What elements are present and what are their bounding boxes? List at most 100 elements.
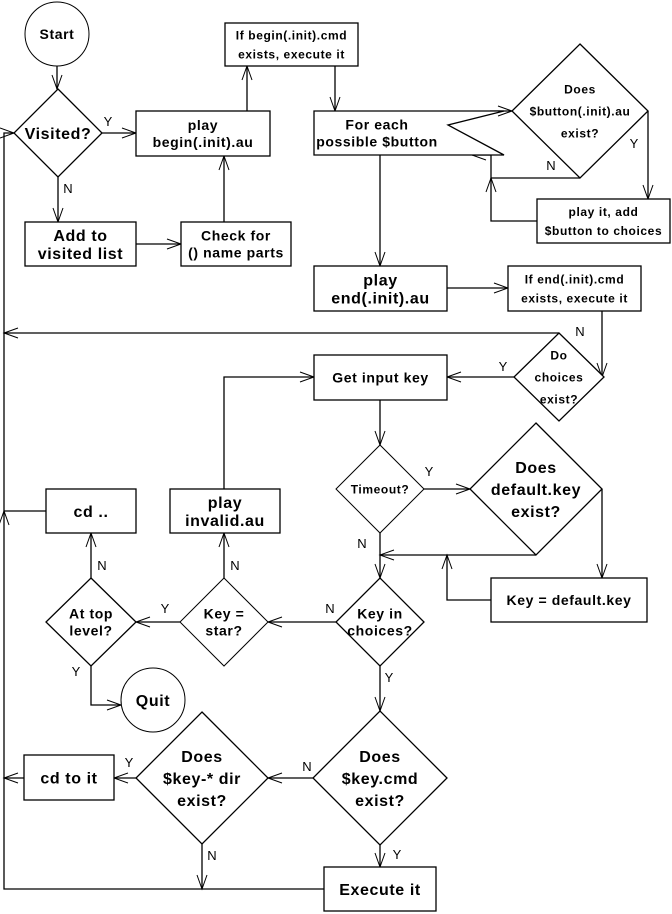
edge-trunk-arrow xyxy=(0,509,10,526)
node-label: Quit xyxy=(136,693,170,710)
connector-line xyxy=(490,178,537,222)
node-label: play xyxy=(363,272,397,289)
edge-inchoices-no xyxy=(266,616,336,628)
edge-getkey-timeout xyxy=(374,400,386,447)
edge-timeout-default xyxy=(424,483,472,495)
decision-diamond xyxy=(13,88,103,178)
edge-star-yes xyxy=(134,616,180,628)
process-box xyxy=(23,754,115,801)
node-label: Does xyxy=(564,82,596,96)
process-box xyxy=(169,488,281,534)
process-box xyxy=(180,221,292,267)
process-box xyxy=(135,110,271,157)
node-timeout: Timeout? xyxy=(335,444,425,534)
edge-label-visited-yes: Y xyxy=(104,114,113,129)
decision-diamond xyxy=(335,444,425,534)
edge-keydir-yes xyxy=(112,772,136,784)
node-check-name: Check for() name parts xyxy=(180,221,292,267)
node-label: Start xyxy=(40,26,75,42)
node-label: level? xyxy=(69,623,112,639)
edge-check-play-begin xyxy=(218,154,230,222)
node-label: choices xyxy=(535,370,584,384)
process-box xyxy=(313,265,448,312)
node-cd-to-it: cd to it xyxy=(23,754,115,801)
process-box xyxy=(536,198,671,244)
node-label: Does xyxy=(181,749,223,766)
node-label: cd to it xyxy=(40,770,97,787)
loop-shape xyxy=(313,110,505,156)
edge-label-keydir-yes: Y xyxy=(125,755,134,770)
node-label: $key-* dir xyxy=(163,771,241,788)
node-label: Execute it xyxy=(339,882,421,899)
node-play-add: play it, add$button to choices xyxy=(536,198,671,244)
node-label: For each xyxy=(345,117,408,133)
edge-inchoices-yes xyxy=(374,666,386,713)
node-label: play it, add xyxy=(569,205,639,219)
terminal-circle xyxy=(24,1,90,67)
edge-keycmd-yes xyxy=(374,845,386,869)
node-quit: Quit xyxy=(120,667,186,733)
node-execute: Execute it xyxy=(323,866,437,912)
node-key-default: Key = default.key xyxy=(490,577,648,623)
edge-default-keydefault xyxy=(596,489,608,580)
node-visited: Visited? xyxy=(13,88,103,178)
decision-diamond xyxy=(513,332,605,422)
process-box xyxy=(224,22,359,67)
edge-visited-play-begin xyxy=(102,127,138,139)
node-label: Does xyxy=(515,460,557,477)
node-label: If end(.init).cmd xyxy=(525,272,625,286)
node-label: Do xyxy=(550,348,567,362)
node-label: Key = default.key xyxy=(507,592,632,608)
connector-line xyxy=(223,376,314,489)
node-label: choices? xyxy=(347,623,413,639)
node-label: exists, execute it xyxy=(238,47,345,61)
node-label: Add to xyxy=(53,228,107,245)
arrowhead xyxy=(51,74,63,91)
edge-label-top-yes: Y xyxy=(72,664,81,679)
node-keydir-exists: Does $key-* dir exist? xyxy=(135,711,269,845)
node-label: exists, execute it xyxy=(521,291,628,305)
node-label: () name parts xyxy=(188,245,284,261)
edge-label-keydir-no: N xyxy=(207,848,216,863)
node-label: visited list xyxy=(38,246,124,263)
edge-label-star-yes: Y xyxy=(161,601,170,616)
edge-choices-no-loop xyxy=(2,327,559,339)
node-label: Timeout? xyxy=(351,482,410,496)
edge-keydir-no xyxy=(196,844,208,891)
edge-label-keycmd-no: N xyxy=(302,759,311,774)
node-label: exist? xyxy=(355,793,405,810)
edge-label-button-no: N xyxy=(546,158,555,173)
edge-label-choices-no: N xyxy=(575,324,584,339)
node-label: exist? xyxy=(511,504,561,521)
node-label: Key in xyxy=(357,606,403,622)
connector-line xyxy=(446,555,491,601)
node-label: Get input key xyxy=(332,370,428,386)
edge-visited-add xyxy=(52,177,64,224)
node-label: invalid.au xyxy=(185,513,265,530)
node-label: exist? xyxy=(177,793,227,810)
decision-diamond xyxy=(312,710,448,846)
node-end-cmd: If end(.init).cmd exists, execute it xyxy=(507,265,642,312)
edge-label-timeout-yes: Y xyxy=(425,464,434,479)
process-box xyxy=(313,354,448,401)
edge-start-visited xyxy=(51,66,63,91)
process-box xyxy=(507,265,642,312)
node-label: end(.init).au xyxy=(331,290,429,307)
edge-label-top-no: N xyxy=(97,558,106,573)
edge-star-no xyxy=(218,531,230,578)
node-label: Key = xyxy=(204,606,245,622)
decision-diamond xyxy=(335,577,425,667)
edge-label-visited-no: N xyxy=(63,181,72,196)
edge-add-check xyxy=(136,238,183,250)
edge-top-yes xyxy=(90,666,123,711)
